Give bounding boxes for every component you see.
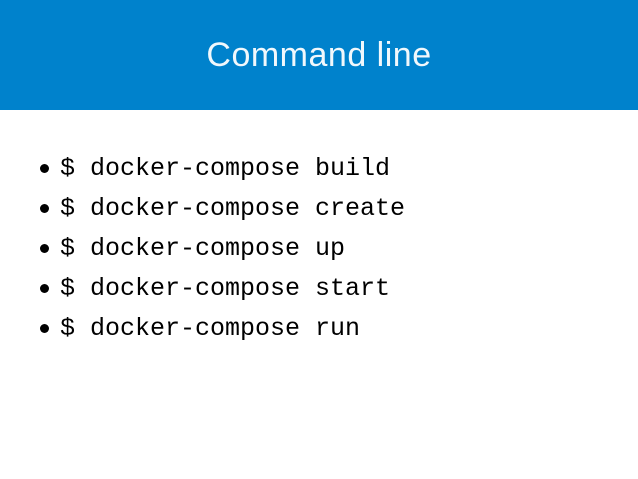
bullet-icon [40,203,49,213]
command-text: $ docker-compose start [60,273,391,303]
bullet-icon [40,323,49,333]
bullet-icon [40,243,49,253]
list-item: $ docker-compose run [0,308,638,348]
list-item: $ docker-compose start [0,268,638,308]
bullet-icon [40,283,49,293]
command-text: $ docker-compose create [60,193,406,223]
command-text: $ docker-compose build [60,153,391,183]
slide-body: $ docker-compose build $ docker-compose … [0,110,638,348]
list-item: $ docker-compose up [0,228,638,268]
list-item: $ docker-compose build [0,148,638,188]
bullet-list: $ docker-compose build $ docker-compose … [0,148,638,348]
bullet-icon [40,163,49,173]
command-text: $ docker-compose up [60,233,346,263]
list-item: $ docker-compose create [0,188,638,228]
slide-title: Command line [206,35,432,74]
command-text: $ docker-compose run [60,313,361,343]
slide-header: Command line [0,0,638,110]
